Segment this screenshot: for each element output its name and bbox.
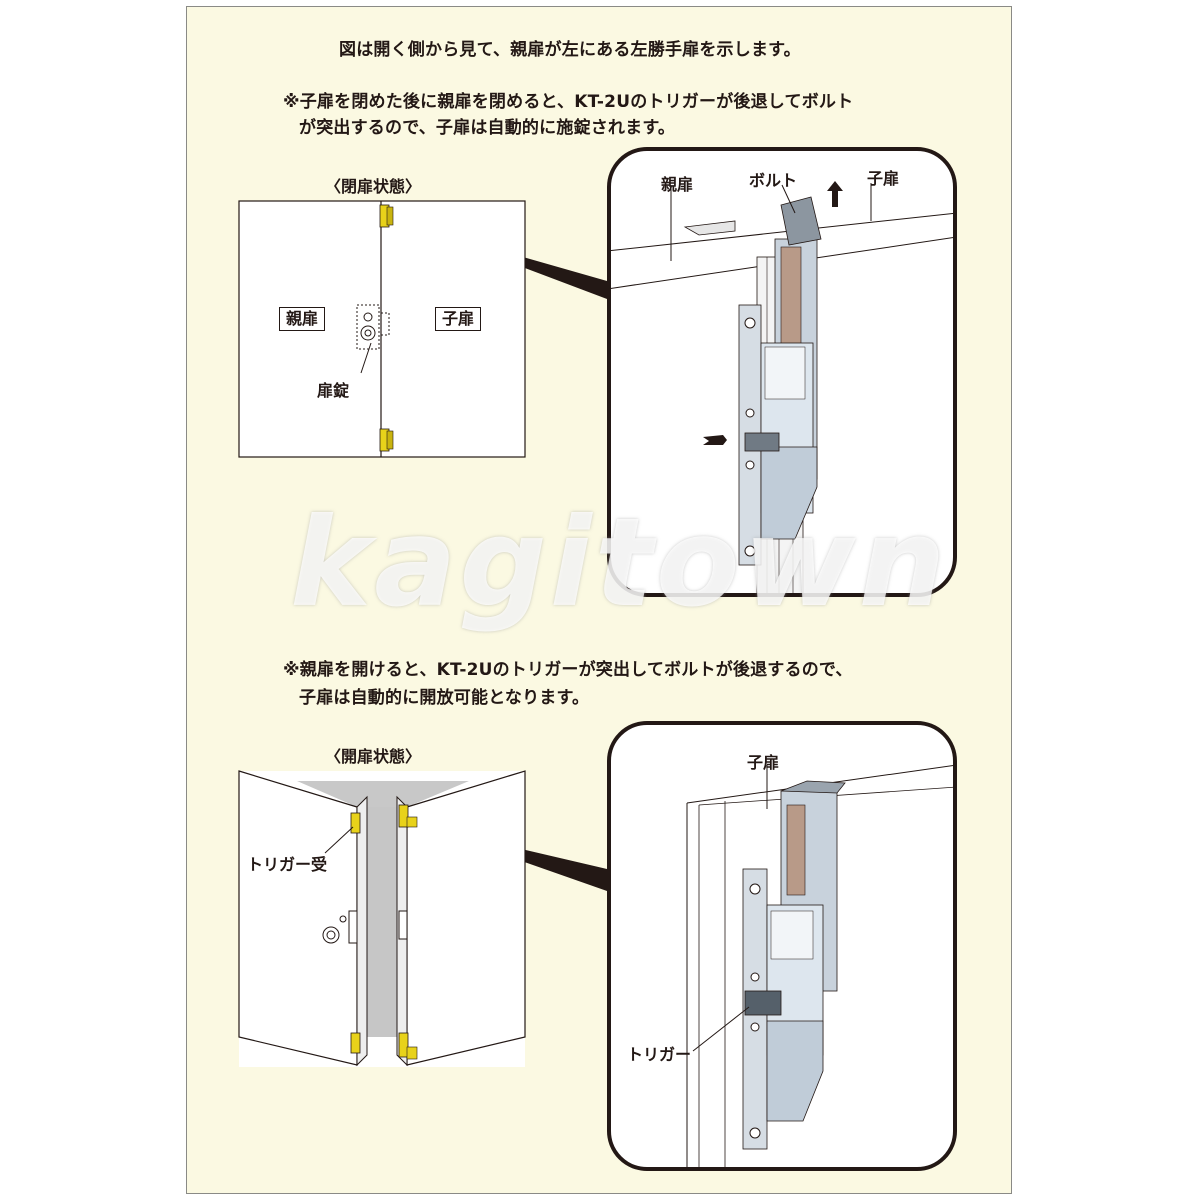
watermark-logo: kagitown bbox=[290, 492, 949, 634]
note2-line1: ※親扉を開けると、KT-2Uのトリガーが突出してボルトが後退するので、 bbox=[283, 660, 853, 680]
hinge-open-bottom-icon bbox=[350, 1032, 418, 1060]
note2-line2: 子扉は自動的に開放可能となります。 bbox=[299, 688, 590, 708]
hinge-bottom-icon bbox=[379, 428, 394, 452]
door-lock-label: 扉錠 bbox=[317, 381, 350, 400]
closed-state-title: 〈閉扉状態〉 bbox=[325, 177, 422, 196]
hinge-top-icon bbox=[379, 204, 394, 228]
intro-text: 図は開く側から見て、親扉が左にある左勝手扉を示します。 bbox=[339, 40, 801, 60]
trigger-receiver-icon bbox=[350, 812, 361, 834]
closed-detail-illustration bbox=[607, 147, 957, 597]
open-detail-child-door-label: 子扉 bbox=[747, 753, 780, 772]
note1-line2: が突出するので、子扉は自動的に施錠されます。 bbox=[299, 118, 676, 138]
instruction-panel: 図は開く側から見て、親扉が左にある左勝手扉を示します。 ※子扉を閉めた後に親扉を… bbox=[186, 6, 1012, 1194]
closed-child-door-label: 子扉 bbox=[435, 307, 482, 331]
closed-parent-door-label: 親扉 bbox=[279, 307, 326, 331]
open-detail-illustration bbox=[607, 721, 957, 1171]
door-lock-icon bbox=[356, 304, 390, 374]
trigger-receiver-label: トリガー受 bbox=[247, 855, 328, 874]
open-doors-diagram bbox=[238, 770, 607, 1067]
note1-line1: ※子扉を閉めた後に親扉を閉めると、KT-2Uのトリガーが後退してボルト bbox=[283, 92, 854, 112]
hinge-open-top-icon bbox=[398, 804, 418, 828]
detail-bolt-label: ボルト bbox=[749, 171, 798, 190]
detail-parent-door-label: 親扉 bbox=[661, 175, 694, 194]
trigger-label: トリガー bbox=[627, 1045, 692, 1064]
detail-child-door-label: 子扉 bbox=[867, 169, 900, 188]
open-state-title: 〈開扉状態〉 bbox=[325, 747, 422, 766]
